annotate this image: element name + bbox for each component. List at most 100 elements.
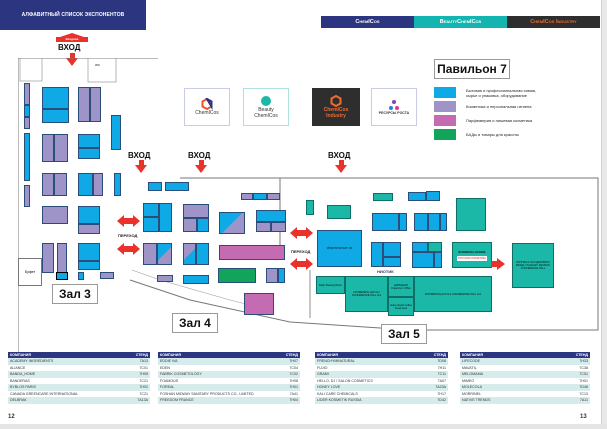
booth[interactable] xyxy=(440,213,447,231)
booth-business-lounge[interactable]: BUSINESS LOUNGE РУССКАЯ КОСМЕТИКА xyxy=(452,242,492,268)
booth-label: КОНФЕРЕНЦ-ЗАЛ №1 CONFERENCE-HALL №1 xyxy=(424,292,482,296)
booth[interactable] xyxy=(267,193,280,200)
booth[interactable] xyxy=(434,252,442,268)
booth[interactable] xyxy=(78,148,100,159)
booth[interactable] xyxy=(143,217,159,232)
booth[interactable] xyxy=(42,87,69,109)
booth[interactable] xyxy=(428,242,442,252)
booth[interactable] xyxy=(426,191,440,201)
booth[interactable] xyxy=(306,200,314,215)
booth[interactable] xyxy=(78,134,100,148)
tab-beautychemicos[interactable]: BeautyChemICos xyxy=(414,16,507,28)
booth[interactable] xyxy=(78,224,100,234)
booth[interactable] xyxy=(428,213,440,231)
booth[interactable] xyxy=(372,213,399,231)
booth[interactable] xyxy=(256,222,271,232)
booth[interactable] xyxy=(143,243,157,265)
booth[interactable] xyxy=(183,204,209,218)
booth-conf-hall-1[interactable]: КОНФЕРЕНЦ-ЗАЛ №1 CONFERENCE-HALL №1 xyxy=(414,276,492,312)
booth-conf-hall-2[interactable]: КОНФЕРЕНЦ-ЗАЛ №2 CONFERENCE-HALL №2 xyxy=(345,276,388,312)
booth[interactable] xyxy=(183,243,196,265)
booth[interactable] xyxy=(412,242,428,252)
booth[interactable] xyxy=(93,173,103,196)
booth[interactable] xyxy=(412,252,434,268)
booth[interactable] xyxy=(114,173,121,196)
booth[interactable] xyxy=(159,203,172,232)
table-row: FOSHAN MIDWAY SANITARY PRODUCTS CO., LIM… xyxy=(158,390,300,397)
booth[interactable] xyxy=(157,275,173,282)
booth[interactable] xyxy=(100,272,114,279)
company-cell: HONEY LOVE xyxy=(315,384,420,391)
booth[interactable] xyxy=(456,198,486,231)
booth[interactable] xyxy=(197,218,209,232)
booth[interactable] xyxy=(414,213,428,231)
booth[interactable] xyxy=(42,173,54,196)
booth[interactable] xyxy=(383,242,401,257)
legend-item: Косметика и персональная гигиена xyxy=(434,101,541,112)
booth[interactable] xyxy=(78,243,100,261)
booth[interactable] xyxy=(24,83,30,105)
booth[interactable] xyxy=(24,105,30,117)
booth[interactable] xyxy=(157,243,172,265)
bottom-bar xyxy=(0,424,607,429)
booth[interactable] xyxy=(78,87,90,122)
company-cell: NATIVE TRENDS xyxy=(460,397,547,404)
booth[interactable] xyxy=(143,203,159,217)
booth[interactable] xyxy=(183,275,209,284)
stand-cell: 7С21 xyxy=(123,390,150,397)
booth[interactable] xyxy=(183,218,197,232)
booth[interactable] xyxy=(148,182,162,191)
booth-coffee-break[interactable]: Кофе-брейк Coffee break Area xyxy=(388,297,414,316)
booth[interactable] xyxy=(24,185,30,207)
booth[interactable] xyxy=(78,272,84,280)
booth[interactable] xyxy=(373,193,393,201)
column-header: КОМПАНИЯ xyxy=(8,352,124,358)
booth-press-center[interactable]: КОНГРЕСС-ЗАЛ ДЕЛОВОГО ВХОДА / PLENARY SE… xyxy=(512,243,554,288)
tab-chemicos[interactable]: ChemICos xyxy=(321,16,414,28)
booth[interactable] xyxy=(383,257,401,267)
booth[interactable] xyxy=(111,115,121,150)
booth[interactable] xyxy=(327,205,351,219)
booth-direction[interactable]: ДИРЕКЦИЯ Organizer's Office xyxy=(388,276,414,297)
booth[interactable] xyxy=(218,268,256,283)
booth[interactable] xyxy=(54,173,67,196)
booth-infopromtorg[interactable]: ИНФОПРОМТОРГ РФ xyxy=(317,230,362,267)
booth[interactable] xyxy=(42,206,68,224)
booth[interactable] xyxy=(196,243,209,265)
booth[interactable] xyxy=(78,261,100,270)
booth[interactable] xyxy=(165,182,189,191)
booth[interactable] xyxy=(271,222,286,232)
booth[interactable] xyxy=(219,245,285,260)
booth[interactable] xyxy=(408,192,426,201)
booth[interactable] xyxy=(241,193,253,200)
booth[interactable] xyxy=(42,109,69,123)
booth[interactable] xyxy=(256,210,286,222)
tab-chemicos-industry[interactable]: ChemICos Industry xyxy=(507,16,600,28)
booth[interactable] xyxy=(42,243,54,273)
booth[interactable] xyxy=(244,293,274,315)
booth[interactable] xyxy=(24,117,30,129)
booth-label: КОНФЕРЕНЦ-ЗАЛ №2 CONFERENCE-HALL №2 xyxy=(351,291,382,297)
booth[interactable] xyxy=(253,193,267,200)
booth[interactable] xyxy=(24,133,30,181)
booth[interactable] xyxy=(54,134,68,162)
booth[interactable] xyxy=(90,87,101,122)
booth[interactable] xyxy=(42,134,54,162)
booth[interactable] xyxy=(219,212,245,234)
booth[interactable] xyxy=(266,268,278,283)
booth[interactable] xyxy=(399,213,407,231)
booth-label: ДИРЕКЦИЯ Organizer's Office xyxy=(391,283,411,290)
booth[interactable] xyxy=(78,173,93,196)
stand-cell: 7D08 xyxy=(419,358,448,365)
booth[interactable] xyxy=(78,206,100,224)
booth-meeting-room[interactable]: Фойе Meeting Room xyxy=(316,276,345,294)
booth[interactable] xyxy=(56,272,68,280)
booth[interactable] xyxy=(57,243,67,273)
booth[interactable] xyxy=(371,242,383,267)
booth[interactable] xyxy=(278,268,285,283)
